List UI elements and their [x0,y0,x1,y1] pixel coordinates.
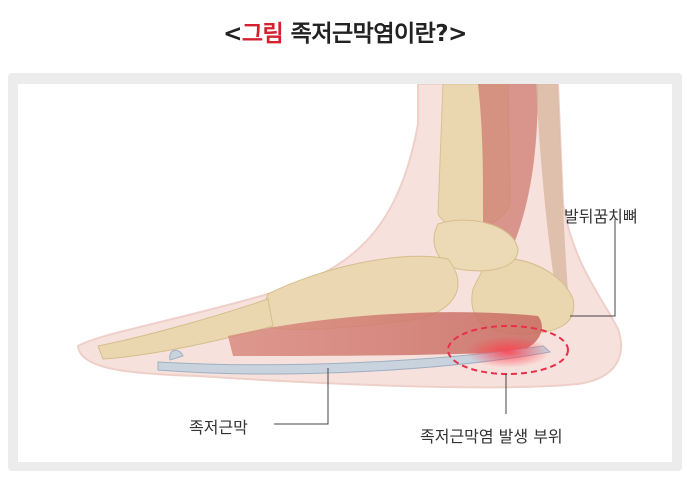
inflammation-glow [466,336,550,368]
talus-bone [433,219,519,272]
inflammation-marker [447,325,569,375]
title-open-bracket: < [223,21,242,47]
plantar-fascia-label: 족저근막 [189,418,248,437]
title-main: 족저근막염이란? [283,21,449,47]
metatarsal-bones [97,298,274,360]
heel-bone-label: 발뒤꿈치뼈 [564,207,638,226]
plantar-fascia-tip [169,349,184,361]
inflammation-site-label: 족저근막염 발생 부위 [420,427,563,446]
heel-bone-leader [570,219,616,317]
plantar-muscles [228,312,542,356]
title-close-bracket: > [448,21,467,47]
page-title: <그림 족저근막염이란?> [0,14,690,48]
foot-anatomy-illustration [76,84,623,425]
plantar-fascia-leader [274,368,329,425]
title-accent: 그림 [241,21,284,47]
achilles-tendon [536,84,570,306]
